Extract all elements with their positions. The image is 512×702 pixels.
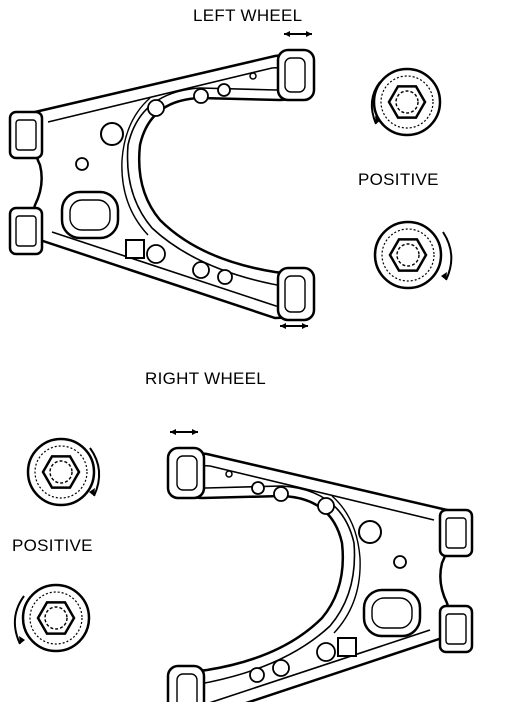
cam-bolt-adjuster-icon — [26, 437, 96, 507]
rotation-arrow-icon — [370, 81, 381, 125]
cam-bolt-adjuster-icon — [373, 220, 443, 290]
left-wheel-label: LEFT WHEEL — [193, 6, 303, 25]
left-wheel-control-arm — [8, 29, 316, 331]
right-wheel-control-arm — [166, 427, 474, 702]
rotation-arrow-icon — [13, 595, 25, 645]
cam-bolt-adjuster-icon — [21, 583, 91, 653]
positive-label-top: POSITIVE — [358, 170, 439, 189]
cam-bolt-adjuster-icon — [372, 67, 442, 137]
rotation-arrow-icon — [442, 231, 453, 281]
positive-label-bottom: POSITIVE — [12, 536, 93, 555]
rotation-arrow-icon — [89, 447, 101, 497]
right-wheel-label: RIGHT WHEEL — [145, 369, 267, 388]
